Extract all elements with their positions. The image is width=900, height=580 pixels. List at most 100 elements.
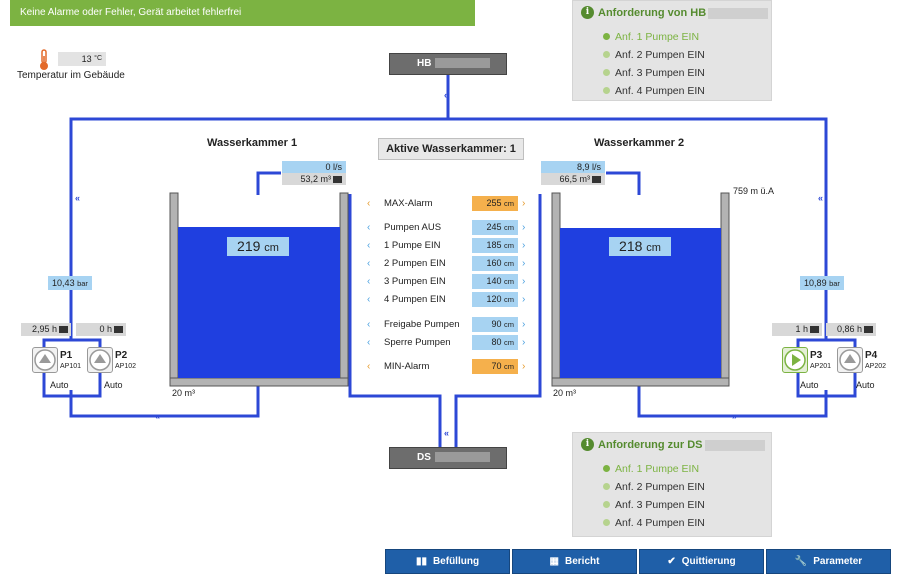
- threshold-name: 4 Pumpen EIN: [384, 294, 446, 305]
- request-item: Anf. 3 Pumpen EIN: [603, 496, 705, 514]
- request-item: Anf. 3 Pumpen EIN: [603, 64, 705, 82]
- chamber2-level: 218 cm: [609, 237, 671, 256]
- request-item: Anf. 4 Pumpen EIN: [603, 514, 705, 532]
- request-item: Anf. 2 Pumpen EIN: [603, 46, 705, 64]
- info-icon: i: [581, 438, 594, 451]
- threshold-name: MIN-Alarm: [384, 361, 430, 372]
- temperature-value: 13 °C: [58, 52, 106, 66]
- flow-arrow-left-bottom: «: [155, 411, 161, 421]
- fill-button[interactable]: ▮▮Befüllung: [385, 549, 510, 574]
- threshold-name: MAX-Alarm: [384, 198, 433, 209]
- chevron-right-icon[interactable]: ›: [522, 294, 526, 305]
- camera-icon: [810, 326, 819, 333]
- active-chamber-label: Aktive Wasserkammer: 1: [378, 138, 524, 160]
- thermometer-icon: [40, 49, 48, 70]
- chevron-right-icon[interactable]: ›: [522, 276, 526, 287]
- threshold-row[interactable]: ‹ MAX-Alarm 255 cm ›: [367, 196, 525, 211]
- chamber1-volume: 20 m³: [172, 388, 196, 398]
- pump-hours: 2,95 h: [21, 323, 71, 336]
- flow-arrow-up-right: «: [818, 193, 824, 203]
- flow-arrow-up-left: «: [75, 193, 81, 203]
- pump-name: P3: [810, 350, 823, 361]
- pump-mode: Auto: [856, 380, 875, 390]
- chevron-left-icon[interactable]: ‹: [367, 198, 371, 209]
- chamber1-flow-box: 0 l/s 53,2 m³: [282, 161, 346, 185]
- chevron-right-icon[interactable]: ›: [522, 198, 526, 209]
- threshold-value: 245 cm: [472, 220, 518, 235]
- request-item: Anf. 1 Pumpe EIN: [603, 28, 705, 46]
- request-from-title: Anforderung von HB: [598, 7, 769, 19]
- chevron-right-icon[interactable]: ›: [522, 319, 526, 330]
- chevron-left-icon[interactable]: ‹: [367, 222, 371, 233]
- station-ds[interactable]: DS: [389, 447, 507, 469]
- pump-icon[interactable]: [782, 347, 808, 373]
- chevron-left-icon[interactable]: ‹: [367, 240, 371, 251]
- chamber2-altitude: 759 m ü.A: [733, 186, 775, 196]
- chevron-right-icon[interactable]: ›: [522, 240, 526, 251]
- pump-code: AP201: [810, 363, 832, 370]
- chevron-left-icon[interactable]: ‹: [367, 337, 371, 348]
- camera-icon: [114, 326, 123, 333]
- threshold-value: 255 cm: [472, 196, 518, 211]
- chamber2-volume: 20 m³: [553, 388, 577, 398]
- pump-hours: 0,86 h: [826, 323, 876, 336]
- wrench-icon: 🔧: [794, 556, 808, 567]
- pump-icon[interactable]: [837, 347, 863, 373]
- chamber1-title: Wasserkammer 1: [207, 137, 298, 149]
- check-icon: ✔: [667, 556, 676, 567]
- bar-chart-icon: ▮▮: [415, 556, 427, 567]
- pump-code: AP102: [115, 363, 137, 370]
- parameters-button[interactable]: 🔧Parameter: [766, 549, 891, 574]
- threshold-value: 185 cm: [472, 238, 518, 253]
- acknowledge-button[interactable]: ✔Quittierung: [639, 549, 764, 574]
- temperature-label: Temperatur im Gebäude: [17, 70, 125, 81]
- request-item: Anf. 1 Pumpe EIN: [603, 460, 705, 478]
- pump-code: AP202: [865, 363, 887, 370]
- request-to-title: Anforderung zur DS: [598, 439, 765, 451]
- chevron-right-icon[interactable]: ›: [522, 361, 526, 372]
- pump-hours: 0 h: [76, 323, 126, 336]
- camera-icon: [333, 176, 342, 183]
- threshold-value: 160 cm: [472, 256, 518, 271]
- chevron-left-icon[interactable]: ‹: [367, 276, 371, 287]
- flow-arrow-up-bottom: «: [444, 428, 450, 438]
- threshold-row[interactable]: ‹ 2 Pumpen EIN 160 cm ›: [367, 256, 525, 271]
- threshold-name: Freigabe Pumpen: [384, 319, 460, 330]
- threshold-name: 2 Pumpen EIN: [384, 258, 446, 269]
- chevron-left-icon[interactable]: ‹: [367, 258, 371, 269]
- station-hb[interactable]: HB: [389, 53, 507, 75]
- pump-name: P1: [60, 350, 73, 361]
- chevron-left-icon[interactable]: ‹: [367, 361, 371, 372]
- request-item: Anf. 2 Pumpen EIN: [603, 478, 705, 496]
- pump-name: P2: [115, 350, 128, 361]
- pump-code: AP101: [60, 363, 82, 370]
- flow-arrow-right-bottom: »: [732, 411, 738, 421]
- chevron-right-icon[interactable]: ›: [522, 222, 526, 233]
- chevron-left-icon[interactable]: ‹: [367, 319, 371, 330]
- pump-hours: 1 h: [772, 323, 822, 336]
- chevron-right-icon[interactable]: ›: [522, 258, 526, 269]
- chamber2-title: Wasserkammer 2: [594, 137, 685, 149]
- threshold-row[interactable]: ‹ MIN-Alarm 70 cm ›: [367, 359, 525, 374]
- pump-icon[interactable]: [87, 347, 113, 373]
- status-banner: Keine Alarme oder Fehler, Gerät arbeitet…: [10, 0, 475, 26]
- pump-mode: Auto: [800, 380, 819, 390]
- report-button[interactable]: ▦Bericht: [512, 549, 637, 574]
- pressure-left: 10,43 bar: [48, 276, 92, 290]
- pump-icon[interactable]: [32, 347, 58, 373]
- chevron-left-icon[interactable]: ‹: [367, 294, 371, 305]
- table-icon: ▦: [549, 556, 559, 567]
- threshold-value: 70 cm: [472, 359, 518, 374]
- camera-icon: [59, 326, 68, 333]
- chevron-right-icon[interactable]: ›: [522, 337, 526, 348]
- pump-name: P4: [865, 350, 878, 361]
